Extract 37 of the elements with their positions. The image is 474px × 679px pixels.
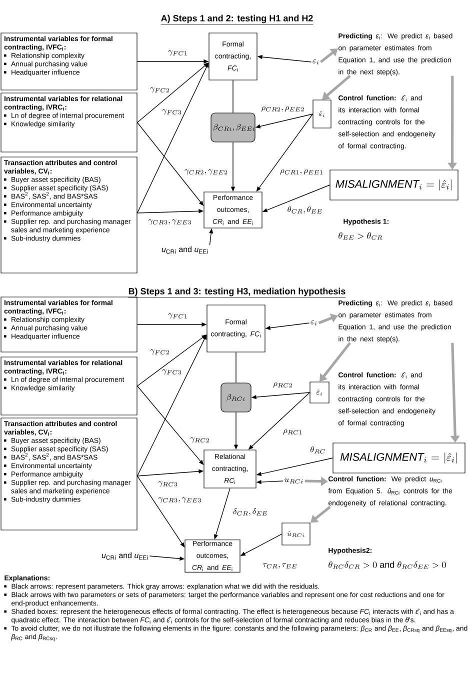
edge-label: $\gamma_{CR2}, \gamma_{EE2}$: [184, 168, 229, 176]
edge-label: $\gamma_{FC3}$: [161, 368, 183, 376]
parameter-box: $\beta_{RCi}$: [220, 382, 252, 412]
symbol-label: $\varepsilon_{i}$: [310, 320, 317, 326]
edge-label: $\theta_{RC}$: [309, 446, 327, 454]
edge-label: $\gamma_{FC1}$: [167, 312, 189, 320]
section-heading: B) Steps 1 and 3: testing H3, mediation hypothesis: [128, 288, 346, 298]
residual-box: $\hat{u}_{RCi}$: [282, 522, 310, 546]
residual-box: $\hat{\varepsilon}_{i}$: [310, 382, 330, 404]
edge-label: $\gamma_{RC3}$: [157, 480, 179, 488]
edge-label: $\tau_{CR}, \tau_{EE}$: [262, 562, 298, 570]
edge-label: $\gamma_{FC2}$: [149, 348, 171, 356]
formula-box: $\mathit{MISALIGNMENT}_{i} = \left|\hat{\varepsilon}_{i}\right|$: [330, 170, 458, 200]
edge-label: $\gamma_{CR3}, \gamma_{EE3}$: [157, 496, 203, 504]
symbol-label: u$_{CRi}$ and u$_{EEi}$: [162, 246, 208, 254]
thick-arrow: [322, 74, 351, 100]
symbol-label: u$_{CRi}$ and u$_{EEi}$: [102, 552, 148, 560]
formula-box: $\mathit{MISALIGNMENT}_{i} = \left|\hat{\varepsilon}_{i}\right|$: [332, 442, 466, 474]
symbol-label: $u_{RCi}$: [284, 478, 303, 484]
edge-label: $\rho_{CR1}, \rho_{EE1}$: [279, 168, 324, 176]
edge-label: $\theta_{CR}, \theta_{EE}$: [286, 206, 324, 214]
residual-box: $\hat{\varepsilon}_{i}$: [312, 100, 332, 128]
edge-label: $\rho_{RC1}$: [282, 428, 304, 436]
edge-label: $\gamma_{FC1}$: [167, 50, 189, 56]
section-heading: A) Steps 1 and 2: testing H1 and H2: [160, 14, 314, 25]
edge-label: $\gamma_{RC2}$: [189, 436, 211, 444]
thick-arrow: [320, 48, 338, 64]
hypothesis-formula: $\theta_{EE} > \theta_{CR}$: [338, 232, 382, 240]
edge-label: $\rho_{CR2}, \rho_{EE2}$: [260, 106, 306, 112]
edge-label: $\gamma_{FC2}$: [149, 86, 171, 94]
edge-label: $\delta_{CR}, \delta_{EE}$: [232, 508, 269, 516]
hypothesis-formula: $\theta_{RC}\delta_{CR} > 0 \mbox{ and } \theta_{RC}\delta_{EE} > 0$: [328, 561, 446, 569]
edge-label: $\rho_{RC2}$: [272, 382, 294, 388]
edge-label: $\gamma_{FC3}$: [161, 108, 183, 116]
edge-label: $\gamma_{CR3}, \gamma_{EE3}$: [147, 218, 193, 226]
symbol-label: $\varepsilon_{i}$: [312, 60, 319, 64]
parameter-box: $\beta_{CRi}, \beta_{EEi}$: [210, 112, 256, 142]
